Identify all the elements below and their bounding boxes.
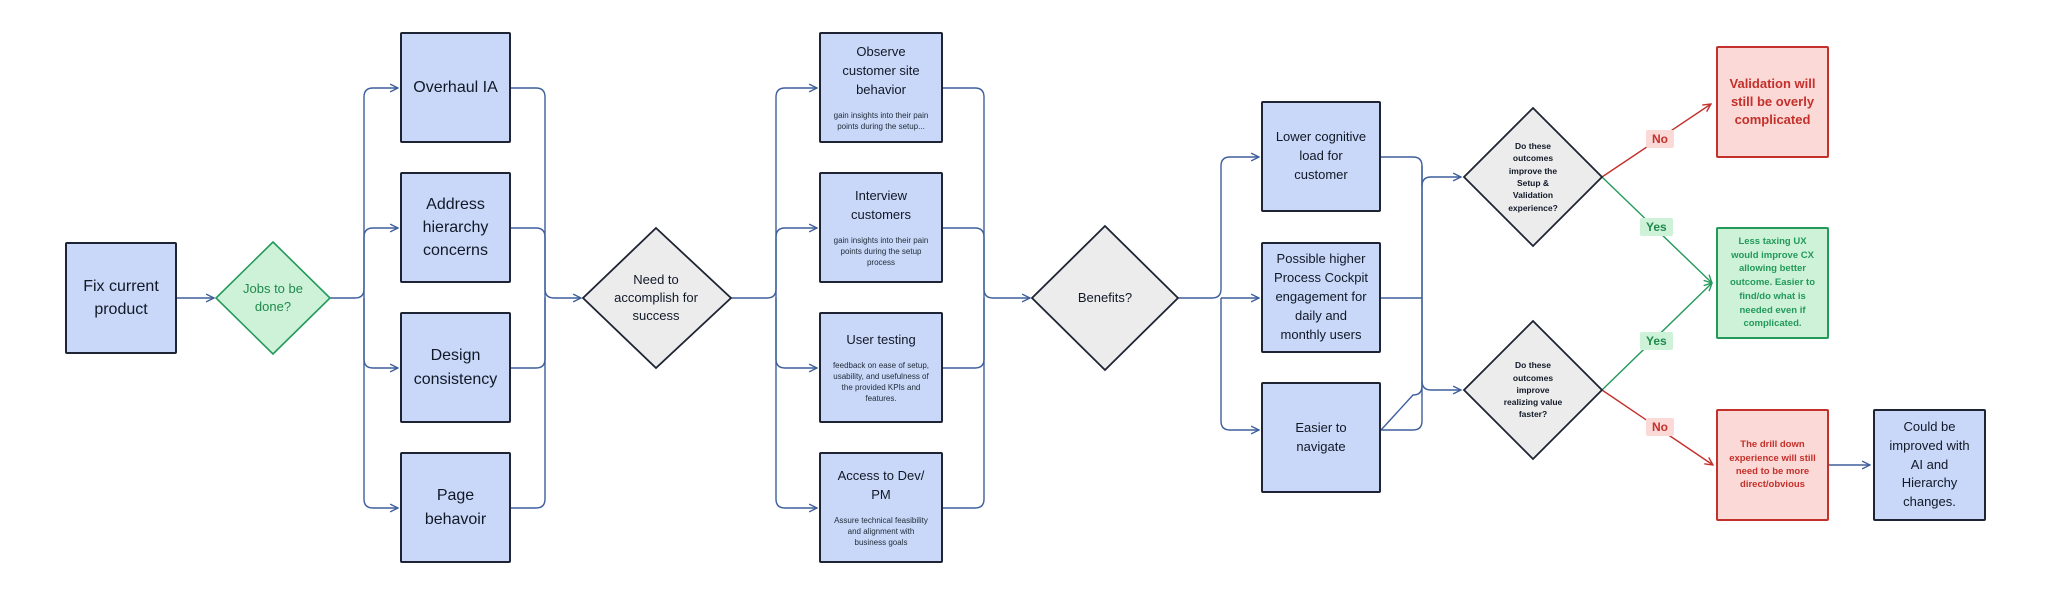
edge-jobs-design — [363, 298, 398, 368]
node-label: Design consistency — [413, 347, 498, 388]
address-hierarchy-node[interactable]: Address hierarchy concerns — [400, 172, 511, 283]
page-behavoir-node[interactable]: Page behavoir — [400, 452, 511, 563]
edge-need-observe — [731, 88, 817, 299]
edge-page-need — [511, 298, 546, 509]
easier-navigate-node[interactable]: Easier to navigate — [1261, 382, 1381, 493]
edge-interview-benefits — [943, 227, 985, 298]
less-taxing-outcome-node[interactable]: Less taxing UX would improve CX allowing… — [1716, 227, 1829, 339]
edge-lower-merge — [1380, 156, 1423, 431]
q1-yes-tag: Yes — [1640, 218, 1673, 236]
q2-diamond — [1462, 319, 1604, 461]
edge-easier-merge — [1381, 166, 1423, 431]
node-label: Fix current product — [83, 277, 159, 318]
node-label: Less taxing UX would improve CX allowing… — [1730, 235, 1815, 330]
q1-no-tag: No — [1646, 130, 1674, 148]
drill-down-outcome-node[interactable]: The drill down experience will still nee… — [1716, 409, 1829, 521]
jobs-label: Jobs to be done? — [243, 281, 303, 314]
interview-node[interactable]: Interview customers gain insights into t… — [819, 172, 943, 283]
edge-benefits-easier — [1220, 298, 1259, 430]
edge-testing-benefits — [943, 298, 985, 369]
edge-need-testing — [775, 298, 817, 368]
edge-observe-benefits — [943, 87, 1030, 298]
edge-benefits-lower — [1178, 157, 1259, 299]
improved-ai-node[interactable]: Could be improved with AI and Hierarchy … — [1873, 409, 1986, 521]
edge-access-benefits — [943, 298, 985, 509]
lower-cognitive-node[interactable]: Lower cognitive load for customer — [1261, 101, 1381, 212]
node-label: Validation will still be overly complica… — [1729, 75, 1816, 128]
edge-merge-q2 — [1421, 380, 1461, 390]
edge-address-need — [511, 227, 546, 298]
edge-jobs-overhaul — [330, 88, 398, 299]
node-subtitle: gain insights into their pain points dur… — [833, 235, 929, 267]
user-testing-node[interactable]: User testing feedback on ease of setup, … — [819, 312, 943, 423]
design-consistency-node[interactable]: Design consistency — [400, 312, 511, 423]
edge-jobs-address — [363, 228, 398, 298]
jobs-diamond — [214, 240, 332, 356]
edge-need-access — [775, 298, 817, 508]
node-subtitle: gain insights into their pain points dur… — [833, 110, 929, 131]
benefits-label: Benefits? — [1077, 289, 1133, 305]
node-label: Overhaul IA — [413, 78, 498, 96]
need-diamond — [581, 226, 733, 370]
node-label: The drill down experience will still nee… — [1729, 439, 1816, 491]
node-subtitle: Assure technical feasibility and alignme… — [834, 515, 928, 547]
fix-current-product-node[interactable]: Fix current product — [65, 242, 177, 354]
q2-yes-tag: Yes — [1640, 332, 1673, 350]
node-title: Interview customers — [851, 187, 911, 222]
node-label: Page behavoir — [424, 487, 487, 528]
edge-jobs-page — [363, 298, 398, 508]
node-subtitle: feedback on ease of setup, usability, an… — [832, 360, 930, 404]
edge-need-interview — [775, 228, 817, 298]
node-title: User testing — [846, 331, 916, 347]
q2-no-tag: No — [1646, 418, 1674, 436]
possible-engagement-node[interactable]: Possible higher Process Cockpit engageme… — [1261, 242, 1381, 353]
edge-design-need — [511, 298, 546, 369]
node-label: Possible higher Process Cockpit engageme… — [1274, 251, 1368, 342]
access-dev-pm-node[interactable]: Access to Dev/ PM Assure technical feasi… — [819, 452, 943, 563]
node-label: Lower cognitive load for customer — [1275, 129, 1367, 182]
edge-overhaul-need — [511, 87, 581, 298]
node-label: Address hierarchy concerns — [422, 195, 489, 260]
node-label: Easier to navigate — [1295, 419, 1347, 454]
node-label: Could be improved with AI and Hierarchy … — [1889, 418, 1970, 510]
node-title: Access to Dev/ PM — [837, 467, 925, 502]
edge-merge-q1 — [1421, 177, 1461, 187]
benefits-diamond — [1030, 224, 1180, 372]
validation-outcome-node[interactable]: Validation will still be overly complica… — [1716, 46, 1829, 158]
observe-node[interactable]: Observe customer site behavior gain insi… — [819, 32, 943, 143]
node-title: Observe customer site behavior — [842, 44, 920, 97]
overhaul-ia-node[interactable]: Overhaul IA — [400, 32, 511, 143]
need-label: Need to accomplish for success — [614, 271, 698, 324]
q1-diamond — [1462, 106, 1604, 248]
